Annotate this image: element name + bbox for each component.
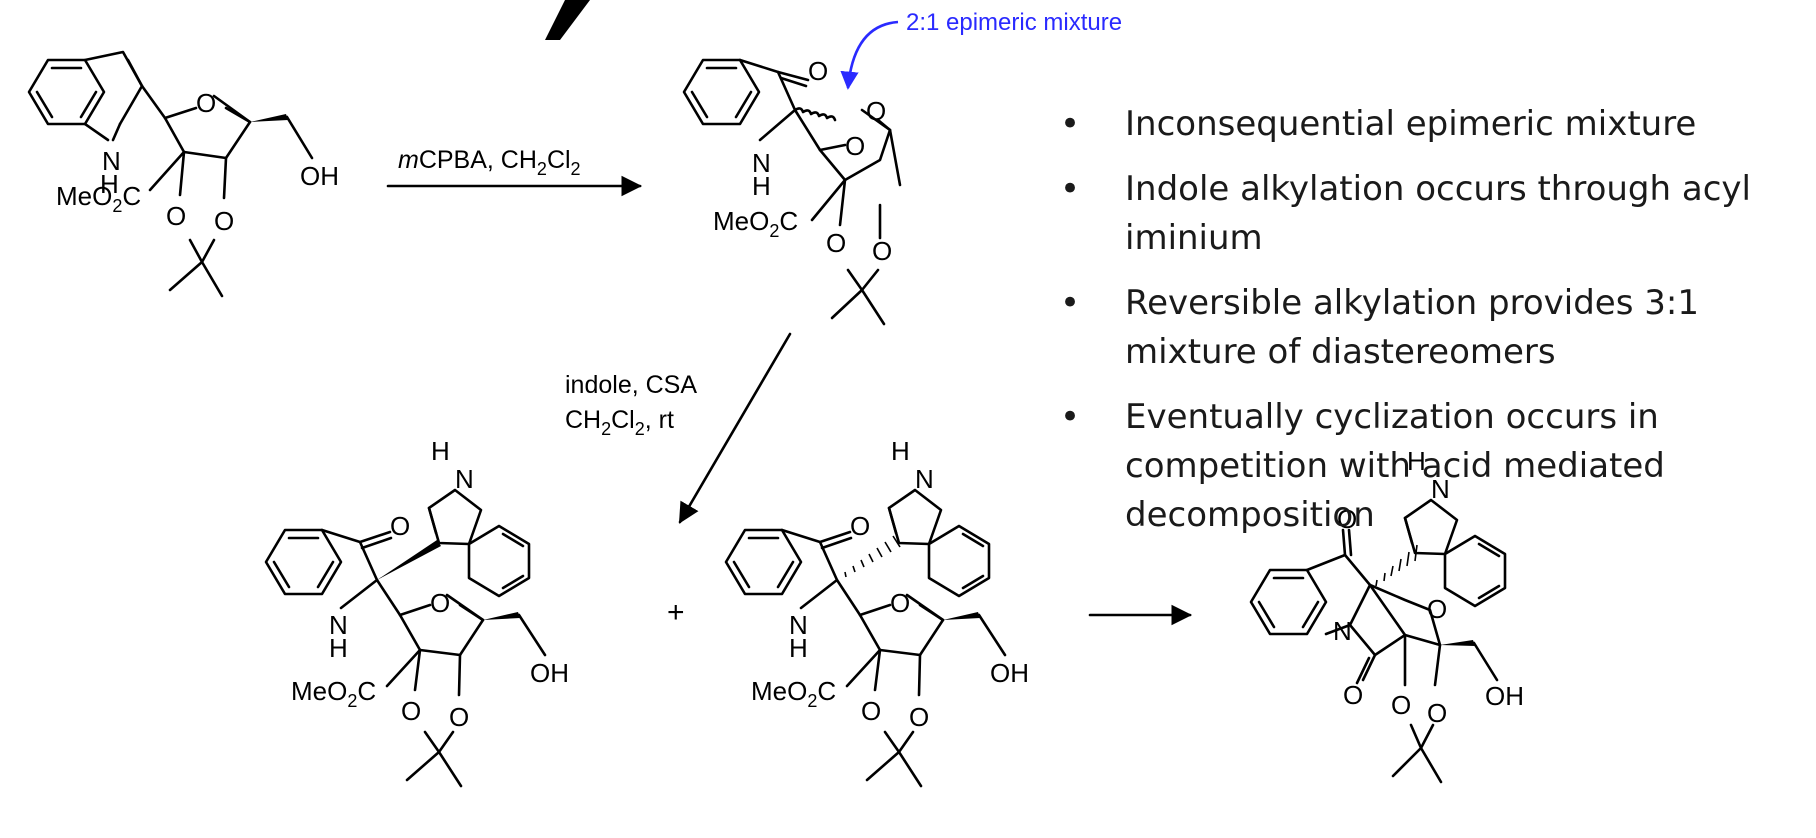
bullet-list: • Inconsequential epimeric mixture • Indol… — [1060, 100, 1810, 556]
bullet-dot: • — [1060, 104, 1081, 144]
atom-O-ring: O — [430, 588, 450, 618]
cropped-title-glyph — [545, 0, 590, 40]
epimer-annotation: 2:1 epimeric mixture — [906, 9, 1122, 36]
atom-O-acetonide-2: O — [449, 702, 469, 732]
atom-O-ring: O — [890, 588, 910, 618]
atom-O-acetonide-2: O — [909, 702, 929, 732]
atom-H-indole: H — [1407, 446, 1426, 476]
atom-H: H — [752, 171, 771, 201]
molecule-starting-material: N H O OH MeO2C O O — [27, 50, 339, 298]
atom-O-ketone: O — [1337, 504, 1357, 534]
atom-N: N — [1333, 616, 1352, 646]
plus-sign: + — [667, 596, 685, 629]
atom-O-ketone: O — [808, 56, 828, 86]
ester-label: MeO2C — [291, 676, 376, 711]
reagents-step2-line2: CH2Cl2, rt — [565, 406, 674, 439]
atom-N-indole: N — [1431, 474, 1450, 504]
atom-OH: OH — [530, 658, 569, 688]
atom-H: H — [329, 633, 348, 663]
annotation-arrow — [840, 20, 899, 90]
bullet-dot: • — [1060, 397, 1081, 437]
atom-N: N — [329, 610, 348, 640]
atom-O-acetonide-2: O — [214, 206, 234, 236]
bullet-text: Indole alkylation occurs through acyl im… — [1125, 169, 1751, 258]
atom-O-ring: O — [196, 88, 216, 118]
atom-H-indole: H — [431, 436, 450, 466]
bullet-item: • Eventually cyclization occurs in compet… — [1060, 393, 1810, 540]
bullet-text: Eventually cyclization occurs in competi… — [1125, 397, 1665, 535]
bullet-item: • Inconsequential epimeric mixture — [1060, 100, 1810, 149]
atom-OH: OH — [300, 161, 339, 191]
atom-O-acetonide-2: O — [1427, 698, 1447, 728]
atom-O-acetonide-1: O — [826, 228, 846, 258]
reagents-step2-line1: indole, CSA — [565, 371, 697, 399]
atom-N: N — [102, 146, 121, 176]
atom-O-acetonide-1: O — [401, 696, 421, 726]
atom-OH: OH — [1485, 681, 1524, 711]
atom-O-ketone: O — [850, 511, 870, 541]
atom-N-indole: N — [915, 464, 934, 494]
atom-N: N — [789, 610, 808, 640]
atom-OH: OH — [990, 658, 1029, 688]
atom-O-acetonide-1: O — [861, 696, 881, 726]
bullet-item: • Indole alkylation occurs through acyl i… — [1060, 165, 1810, 263]
atom-O-ketone: O — [390, 511, 410, 541]
atom-O-ring: O — [845, 131, 865, 161]
atom-O-lactam: O — [1343, 680, 1363, 710]
bullet-dot: • — [1060, 283, 1081, 323]
bullet-text: Reversible alkylation provides 3:1 mixtu… — [1125, 283, 1699, 372]
molecule-spiroether: O O O N H MeO2C O O — [682, 56, 902, 326]
atom-N: N — [752, 148, 771, 178]
molecule-diastereomer-b: O N H O N H OH MeO2C O O — [724, 436, 1029, 788]
reagents-step1: mCPBA, CH2Cl2 — [398, 146, 581, 179]
atom-O-acetonide-2: O — [872, 236, 892, 266]
atom-N-indole: N — [455, 464, 474, 494]
atom-O-ring: O — [1427, 594, 1447, 624]
ester-label: MeO2C — [56, 181, 141, 216]
bullet-dot: • — [1060, 169, 1081, 209]
atom-O-acetonide-1: O — [166, 201, 186, 231]
ester-label: MeO2C — [751, 676, 836, 711]
atom-O-acetonide-1: O — [1391, 690, 1411, 720]
bullet-item: • Reversible alkylation provides 3:1 mixt… — [1060, 279, 1810, 377]
atom-H-indole: H — [891, 436, 910, 466]
reaction-arrow-2 — [678, 332, 792, 524]
molecule-diastereomer-a: O N H O N H OH MeO2C O O — [264, 436, 569, 788]
bullet-text: Inconsequential epimeric mixture — [1125, 104, 1697, 144]
atom-H: H — [789, 633, 808, 663]
molecule-cyclized-product: O N O N H O OH O O — [1249, 446, 1524, 784]
atom-O-ether: O — [866, 96, 886, 126]
atom-H: H — [100, 169, 119, 199]
ester-label: MeO2C — [713, 206, 798, 241]
